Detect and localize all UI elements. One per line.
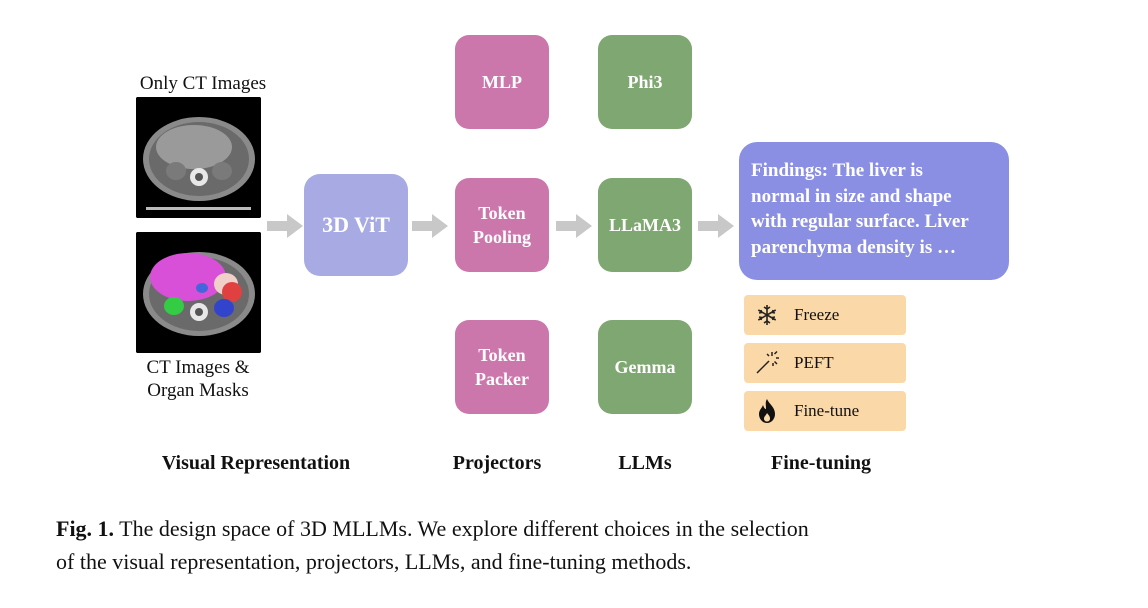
ct-mask-label: CT Images & Organ Masks xyxy=(118,356,278,402)
fire-icon xyxy=(754,398,780,424)
column-title-visual: Visual Representation xyxy=(161,452,351,474)
projector-token-pooling-box: Token Pooling xyxy=(455,178,549,272)
arrow-icon xyxy=(412,214,448,238)
projector-mlp-box: MLP xyxy=(455,35,549,129)
legend-finetune-label: Fine-tune xyxy=(794,401,860,420)
llm-gemma-box: Gemma xyxy=(598,320,692,414)
caption-label: Fig. 1. xyxy=(56,516,115,541)
ct-scan-image xyxy=(136,97,261,218)
ct-mask-label-line2: Organ Masks xyxy=(147,380,249,401)
column-title-llms: LLMs xyxy=(618,452,672,474)
legend-freeze: Freeze xyxy=(744,295,906,335)
ct-only-label: Only CT Images xyxy=(139,73,267,94)
column-title-projectors: Projectors xyxy=(452,452,542,474)
caption-text-line2: of the visual representation, projectors… xyxy=(56,549,692,574)
caption-text-line1: The design space of 3D MLLMs. We explore… xyxy=(119,516,809,541)
findings-line1: Findings: The liver is xyxy=(751,160,923,181)
legend-finetune: Fine-tune xyxy=(744,391,906,431)
findings-line3: with regular surface. Liver xyxy=(751,211,969,232)
figure-caption: Fig. 1. The design space of 3D MLLMs. We… xyxy=(56,512,1116,578)
llm-llama3-box: LLaMA3 xyxy=(598,178,692,272)
findings-line2: normal in size and shape xyxy=(751,185,952,207)
legend-peft: PEFT xyxy=(744,343,906,383)
caption-line1: Fig. 1. The design space of 3D MLLMs. We… xyxy=(56,512,1116,545)
arrow-icon xyxy=(556,214,592,238)
findings-output-box: Findings: The liver is normal in size an… xyxy=(739,142,1009,280)
arrow-icon xyxy=(698,214,734,238)
arrow-icon xyxy=(267,214,303,238)
legend-freeze-label: Freeze xyxy=(794,305,840,324)
ct-mask-label-line1: CT Images & xyxy=(146,357,250,378)
legend-peft-label: PEFT xyxy=(794,353,834,372)
column-title-finetuning: Fine-tuning xyxy=(770,452,872,474)
llm-phi3-box: Phi3 xyxy=(598,35,692,129)
projector-token-packer-box: Token Packer xyxy=(455,320,549,414)
snowflake-icon xyxy=(754,302,780,328)
findings-line4: parenchyma density is … xyxy=(751,236,956,258)
magic-wand-icon xyxy=(754,350,780,376)
vit-encoder-box: 3D ViT xyxy=(304,174,408,276)
ct-organ-mask-image xyxy=(136,232,261,353)
